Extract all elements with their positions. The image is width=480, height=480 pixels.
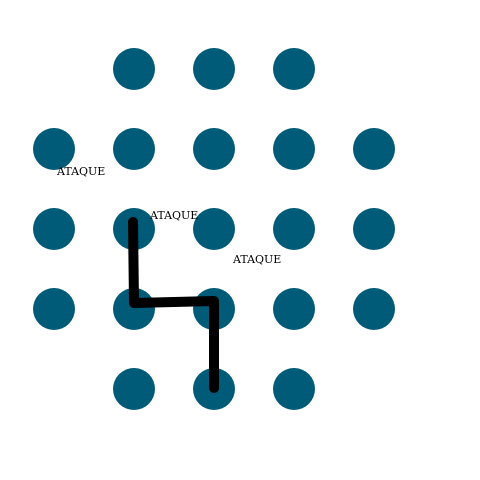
board-node-r3-c1[interactable]: [33, 288, 75, 330]
move-label-2: ATAQUE: [149, 209, 198, 222]
move-label-3: ATAQUE: [232, 253, 281, 266]
board-node-r1-c2[interactable]: [113, 128, 155, 170]
board-node-r1-c1[interactable]: [33, 128, 75, 170]
board-node-r3-c5[interactable]: [353, 288, 395, 330]
board-node-r2-c1[interactable]: [33, 208, 75, 250]
board-node-r0-c2[interactable]: [113, 48, 155, 90]
move-label-1: ATAQUE: [56, 165, 105, 178]
board-node-r1-c5[interactable]: [353, 128, 395, 170]
board-node-r2-c5[interactable]: [353, 208, 395, 250]
board-node-r4-c2[interactable]: [113, 368, 155, 410]
board-node-r2-c4[interactable]: [273, 208, 315, 250]
board-node-r1-c3[interactable]: [193, 128, 235, 170]
move-path: [128, 217, 219, 393]
board-node-r1-c4[interactable]: [273, 128, 315, 170]
board-nodes: [33, 48, 395, 410]
board-node-r0-c3[interactable]: [193, 48, 235, 90]
board-node-r0-c4[interactable]: [273, 48, 315, 90]
board-node-r4-c4[interactable]: [273, 368, 315, 410]
board-node-r3-c4[interactable]: [273, 288, 315, 330]
board-node-r2-c3[interactable]: [193, 208, 235, 250]
